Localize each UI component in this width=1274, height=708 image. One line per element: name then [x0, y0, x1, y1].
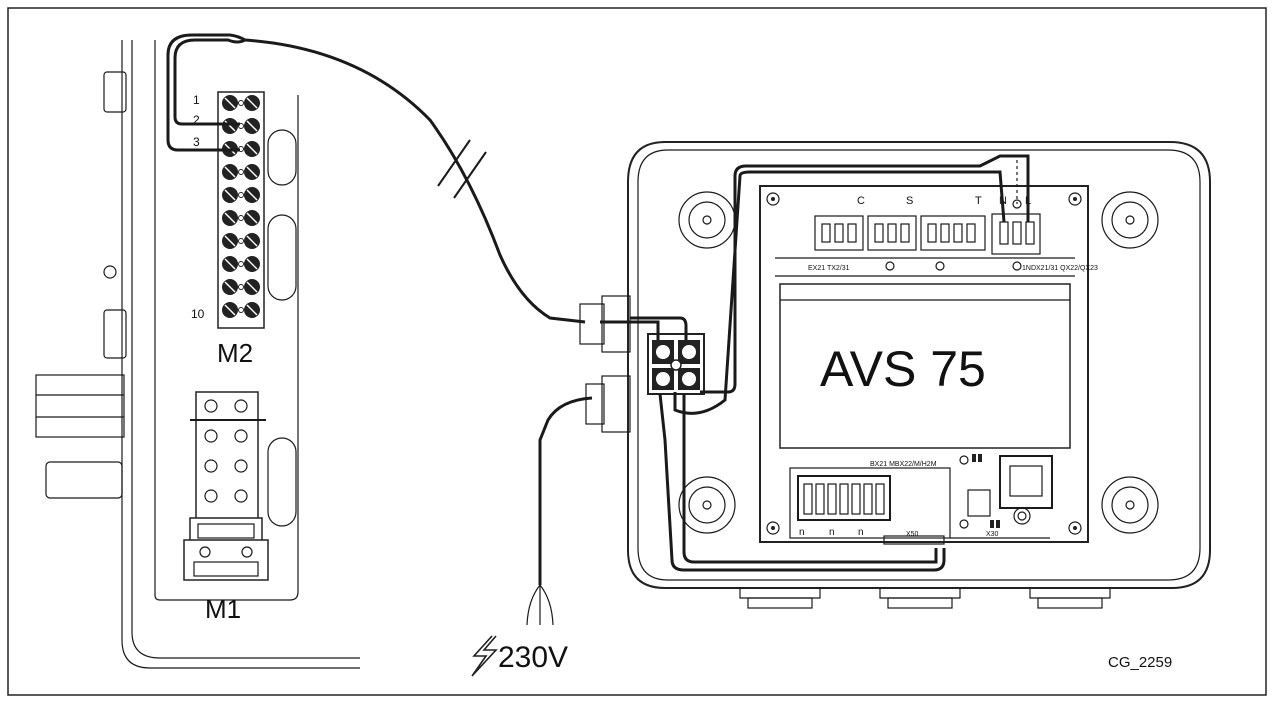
cable-gland-lower — [585, 375, 631, 433]
panel-slot-2 — [267, 214, 297, 301]
pin-n-label-2: n — [829, 527, 835, 538]
lightning-bolt-icon — [471, 635, 498, 677]
boiler-cable — [166, 33, 586, 324]
mains-cable — [526, 396, 593, 626]
boiler-panel — [35, 40, 360, 669]
panel-slot-3 — [267, 437, 297, 527]
terminal-block-m2 — [217, 91, 265, 329]
panel-side-connector — [35, 374, 125, 438]
pin-3-label: 3 — [193, 135, 200, 149]
pin-1-label: 1 — [193, 93, 200, 107]
module-name-label: AVS 75 — [820, 341, 986, 397]
pin-2-label: 2 — [193, 113, 200, 127]
splice-terminal — [647, 333, 705, 395]
connector-strip-label-right: 1NDX21/31 QX22/QX23 — [1022, 265, 1098, 272]
panel-clip-top — [103, 71, 127, 113]
pin-n-label-3: n — [858, 527, 864, 538]
connector-t-label: T — [975, 195, 982, 207]
panel-slot-1 — [267, 129, 297, 186]
internal-wiring — [600, 154, 1030, 572]
panel-pipe-fitting — [45, 461, 123, 499]
terminal-block-m1 — [183, 391, 269, 581]
pin-10-label: 10 — [191, 307, 205, 321]
pin-n-label-1: n — [799, 527, 805, 538]
terminal-block-m2-label: M2 — [217, 338, 253, 368]
terminal-block-m1-label: M1 — [205, 594, 241, 624]
panel-clip-middle — [103, 309, 127, 359]
connector-strip-label-left: EX21 TX2/31 — [808, 265, 850, 272]
cable-gland-upper — [579, 295, 631, 353]
connector-s-label: S — [906, 195, 913, 207]
avs75-module — [759, 185, 1089, 545]
panel-screw — [103, 265, 117, 279]
connector-c-label: C — [857, 195, 865, 207]
supply-voltage-label: 230V — [498, 641, 568, 674]
drawing-code-label: CG_2259 — [1108, 654, 1172, 671]
connector-strip-label-bottom: BX21 MBX22/M/H2M — [870, 461, 937, 468]
diagram-frame — [7, 7, 1267, 696]
connector-x50-label: X50 — [906, 531, 919, 538]
connector-x30-label: X30 — [986, 531, 999, 538]
